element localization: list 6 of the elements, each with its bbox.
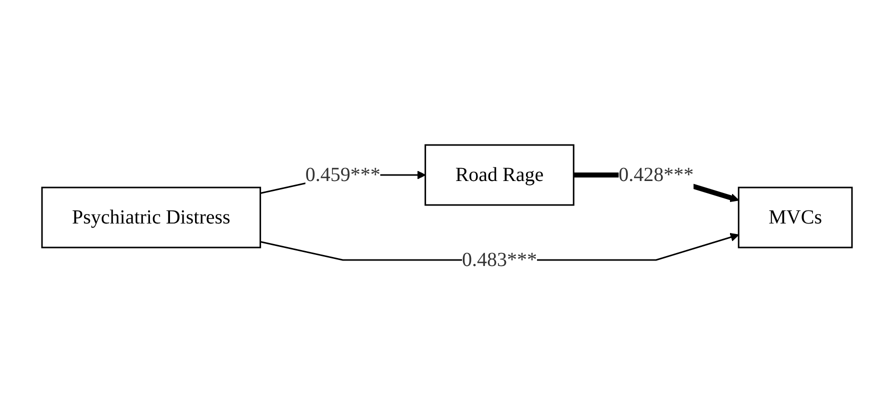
- edge-label: 0.428***: [618, 164, 694, 186]
- node-box: Psychiatric Distress: [40, 186, 261, 248]
- edge-label: 0.483***: [461, 248, 536, 270]
- node-box: Road Rage: [424, 144, 574, 206]
- edge-label: 0.459***: [304, 164, 380, 186]
- node-box: MVCs: [737, 186, 852, 248]
